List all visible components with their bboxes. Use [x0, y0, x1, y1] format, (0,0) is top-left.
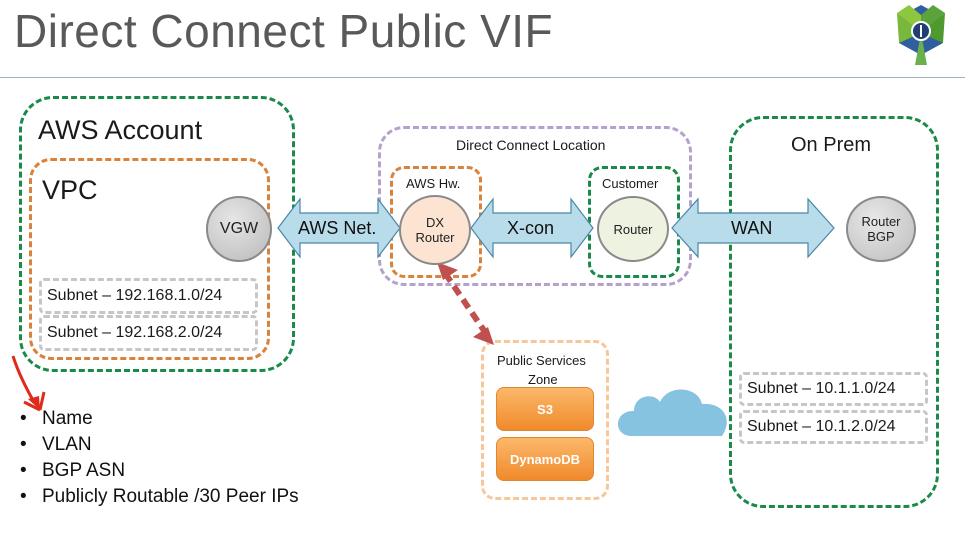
on-prem-router-line2: BGP	[867, 229, 895, 244]
on-prem-router-line1: Router	[861, 214, 901, 229]
list-item: •BGP ASN	[20, 460, 126, 481]
xcon-label: X-con	[507, 218, 555, 238]
dx-router-node: DX Router	[399, 195, 471, 265]
xcon-arrow	[470, 197, 594, 259]
dynamodb-service: DynamoDB	[496, 437, 594, 481]
vpc-subnet-2: Subnet – 192.168.2.0/24	[39, 315, 258, 351]
vpc-subnet-1: Subnet – 192.168.1.0/24	[39, 278, 258, 314]
customer-label: Customer	[602, 176, 659, 191]
public-zone-label-line2: Zone	[528, 372, 558, 387]
vpc-label: VPC	[42, 175, 98, 205]
title-divider	[0, 77, 965, 78]
s3-service: S3	[496, 387, 594, 431]
vpc-container	[29, 158, 270, 360]
dx-location-label: Direct Connect Location	[456, 137, 606, 153]
aws-net-label: AWS Net.	[298, 218, 377, 238]
on-prem-container	[729, 116, 939, 508]
dashed-arrow-head-top	[437, 262, 458, 280]
dashed-arrow-head-bottom	[473, 327, 494, 345]
on-prem-subnet-2: Subnet – 10.1.2.0/24	[739, 410, 928, 444]
list-item: •Name	[20, 408, 93, 429]
requirement-vlan: VLAN	[42, 434, 92, 455]
wan-label: WAN	[731, 218, 773, 238]
requirement-bgp-asn: BGP ASN	[42, 460, 126, 481]
on-prem-router-node: Router BGP	[846, 196, 916, 262]
page-title: Direct Connect Public VIF	[14, 5, 554, 57]
aws-hw-label: AWS Hw.	[406, 176, 461, 191]
on-prem-label: On Prem	[791, 134, 872, 156]
logo-icon	[897, 5, 945, 65]
list-item: •Publicly Routable /30 Peer IPs	[20, 486, 299, 507]
wan-arrow	[671, 197, 835, 259]
list-item: •VLAN	[20, 434, 92, 455]
customer-router-node: Router	[597, 196, 669, 262]
public-services-zone	[481, 340, 609, 500]
dx-router-line2: Router	[415, 230, 455, 245]
requirement-name: Name	[42, 408, 93, 429]
on-prem-subnet-1: Subnet – 10.1.1.0/24	[739, 372, 928, 406]
requirements-list: •Name •VLAN •BGP ASN •Publicly Routable …	[20, 406, 299, 510]
requirement-peer-ips: Publicly Routable /30 Peer IPs	[42, 486, 299, 507]
aws-account-label: AWS Account	[38, 115, 203, 145]
vgw-node: VGW	[206, 196, 272, 262]
dx-router-line1: DX	[425, 215, 445, 230]
cloud-icon	[617, 389, 727, 436]
public-zone-label-line1: Public Services	[497, 353, 586, 368]
red-annotation-arrow	[11, 355, 36, 403]
